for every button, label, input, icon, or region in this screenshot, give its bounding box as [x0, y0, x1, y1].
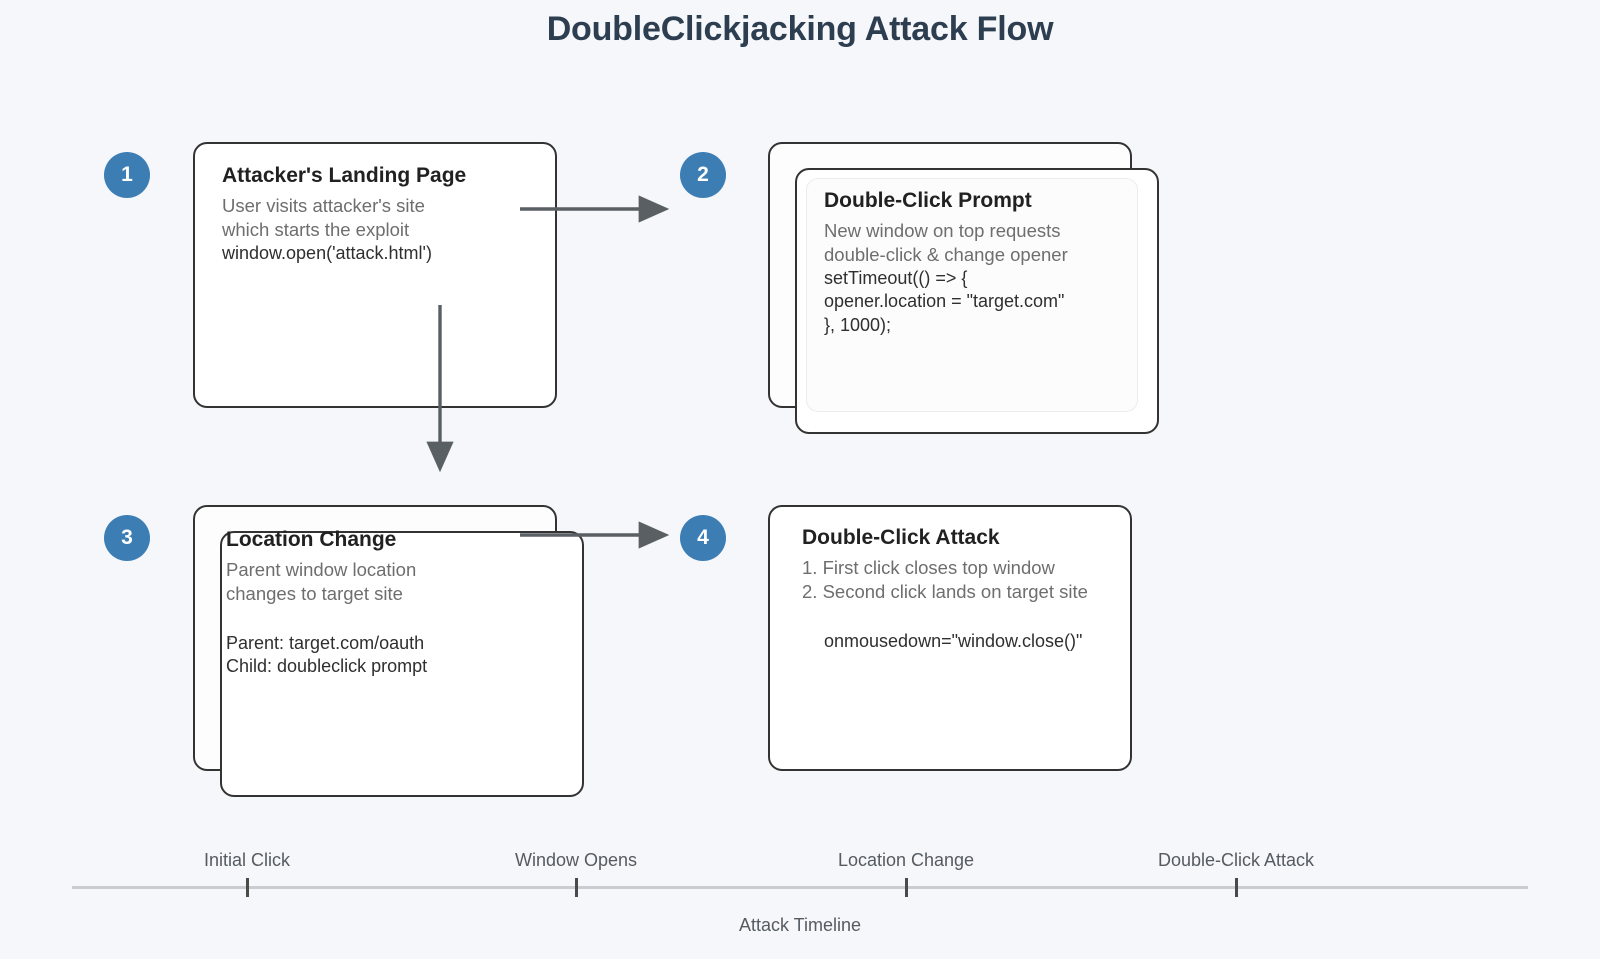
timeline-label-2: Window Opens	[514, 850, 638, 870]
timeline-label-1: Initial Click	[203, 850, 291, 870]
step-card-1-title: Attacker's Landing Page	[222, 164, 467, 187]
timeline-caption: Attack Timeline	[738, 915, 862, 935]
step-badge-3-number: 3	[121, 526, 133, 549]
page-title: DoubleClickjacking Attack Flow	[546, 10, 1054, 48]
step-card-4-description: 1. First click closes top window 2. Seco…	[802, 557, 1088, 602]
step-card-4-code: onmousedown="window.close()"	[824, 630, 1083, 651]
step-badge-2-number: 2	[697, 163, 709, 186]
step-card-2-inner-panel	[806, 178, 1138, 412]
step-card-4-title: Double-Click Attack	[802, 526, 1000, 549]
step-card-1-code: window.open('attack.html')	[222, 242, 432, 263]
step-card-3-ghost-quote-mark: ‘	[228, 633, 232, 652]
step-badge-1: 1	[104, 152, 150, 198]
step-badge-4: 4	[680, 515, 726, 561]
step-card-3-description: Parent window location changes to target…	[226, 559, 417, 604]
step-card-3-code: Parent: target.com/oauth Child: doublecl…	[226, 632, 428, 677]
timeline-axis	[72, 886, 1528, 889]
step-card-3[interactable]	[220, 531, 584, 797]
step-card-3-title: Location Change	[226, 528, 397, 551]
step-card-4[interactable]	[768, 505, 1132, 771]
step-card-3-content: Location Change Parent window location c…	[226, 527, 566, 679]
timeline-tick-2	[575, 878, 578, 897]
step-badge-4-number: 4	[697, 526, 709, 549]
step-card-2-code: setTimeout(() => { opener.location = "ta…	[824, 267, 1065, 336]
timeline-label-4: Double-Click Attack	[1157, 850, 1315, 870]
step-card-2-title: Double-Click Prompt	[824, 189, 1032, 212]
step-card-2-description: New window on top requests double-click …	[824, 220, 1068, 265]
step-card-1-content: Attacker's Landing Page User visits atta…	[222, 163, 542, 265]
timeline-tick-3	[905, 878, 908, 897]
timeline-tick-4	[1235, 878, 1238, 897]
step-badge-3: 3	[104, 515, 150, 561]
step-card-2-content: Double-Click Prompt New window on top re…	[824, 188, 1154, 338]
step-card-4-content: Double-Click Attack 1. First click close…	[802, 525, 1152, 653]
step-card-1-description: User visits attacker's site which starts…	[222, 195, 425, 240]
step-badge-2: 2	[680, 152, 726, 198]
step-card-1[interactable]	[193, 142, 557, 408]
timeline-label-3: Location Change	[837, 850, 975, 870]
timeline-tick-1	[246, 878, 249, 897]
step-badge-1-number: 1	[121, 163, 133, 186]
